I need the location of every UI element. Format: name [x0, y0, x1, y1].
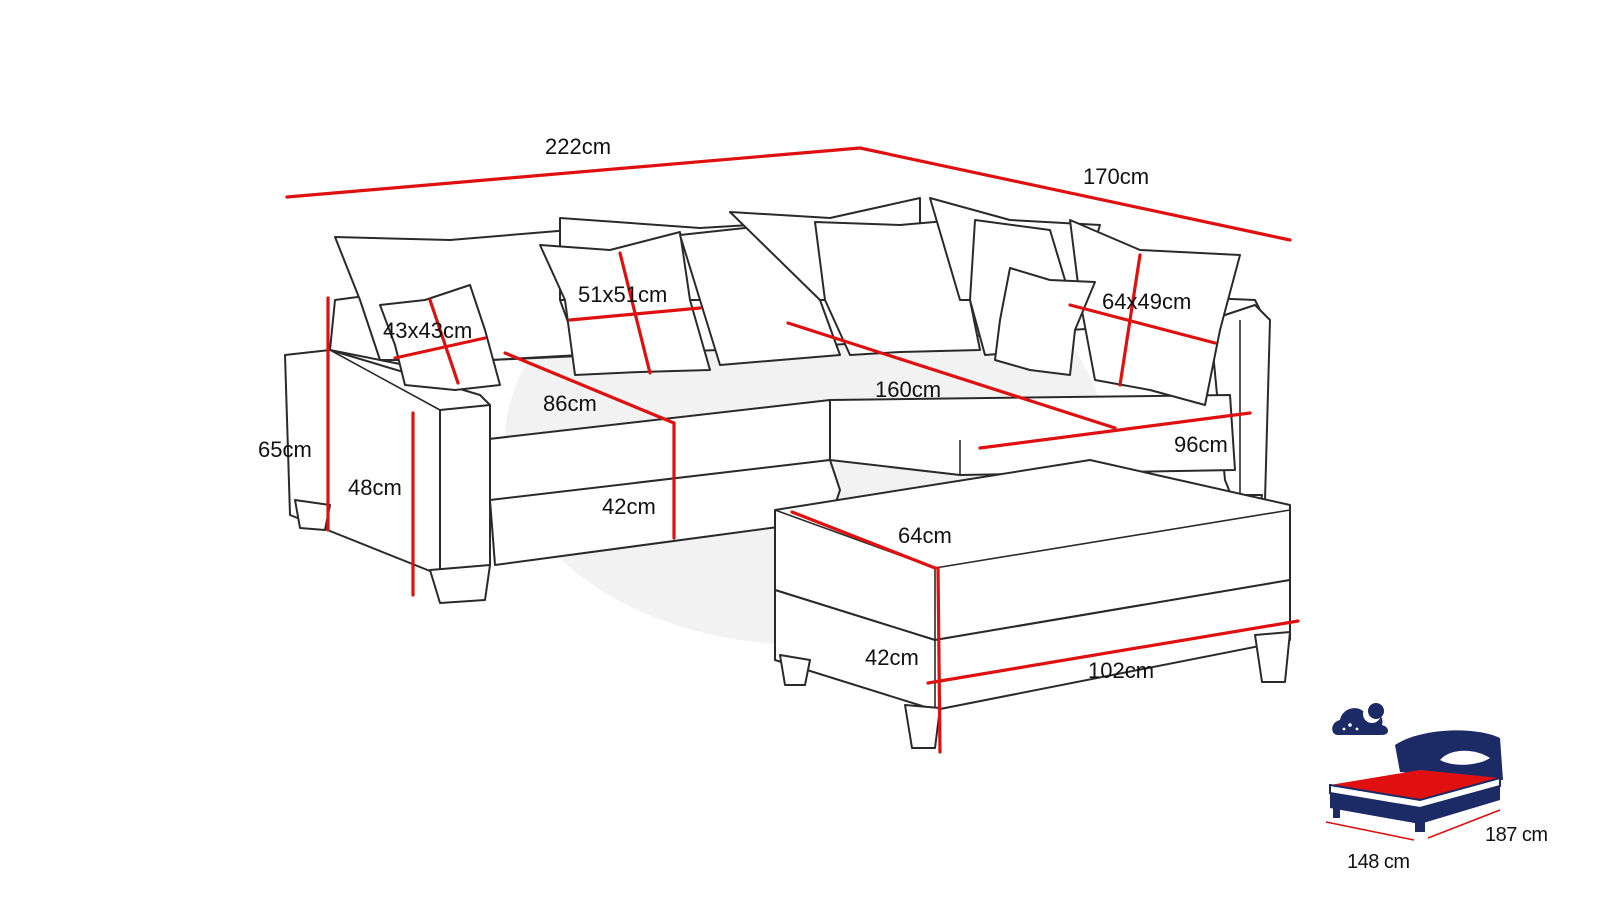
ottoman-depth-line [790, 510, 937, 570]
label-seat-height: 42cm [602, 494, 656, 519]
label-arm-height: 48cm [348, 475, 402, 500]
label-chaise-width: 96cm [1174, 432, 1228, 457]
pillow-large-h [1068, 303, 1217, 345]
label-bed-length: 187 cm [1485, 824, 1548, 846]
pillows [334, 197, 1241, 406]
pillow-small-h [393, 336, 487, 360]
chaise-width-line [978, 411, 1252, 450]
pillow-large-v [1118, 253, 1142, 387]
label-bed-width: 148 cm [1347, 851, 1410, 873]
seat-depth-line [503, 351, 676, 425]
label-chaise-length: 160cm [875, 377, 941, 402]
pillow-medium-v [618, 251, 652, 375]
ottoman [774, 459, 1291, 749]
label-seat-depth: 86cm [543, 391, 597, 416]
label-pillow-small: 43x43cm [383, 318, 472, 343]
label-ottoman-width: 102cm [1088, 658, 1154, 683]
label-back-height: 65cm [258, 437, 312, 462]
ottoman-width-line [926, 619, 1300, 685]
ottoman-height-line [936, 566, 942, 754]
pillow-small-v [428, 298, 460, 385]
label-ottoman-depth: 64cm [898, 523, 952, 548]
label-pillow-medium: 51x51cm [578, 282, 667, 307]
dimension-lines [285, 146, 1300, 754]
label-pillow-large: 64x49cm [1102, 289, 1191, 314]
chaise-length-line [786, 321, 1117, 430]
depth-line [858, 146, 1292, 242]
width-line [285, 146, 862, 199]
label-total-width: 222cm [545, 134, 611, 159]
label-total-depth: 170cm [1083, 164, 1149, 189]
cloud-moon-icon [1332, 703, 1388, 735]
label-ottoman-height: 42cm [865, 645, 919, 670]
bed-icon [1325, 703, 1503, 841]
